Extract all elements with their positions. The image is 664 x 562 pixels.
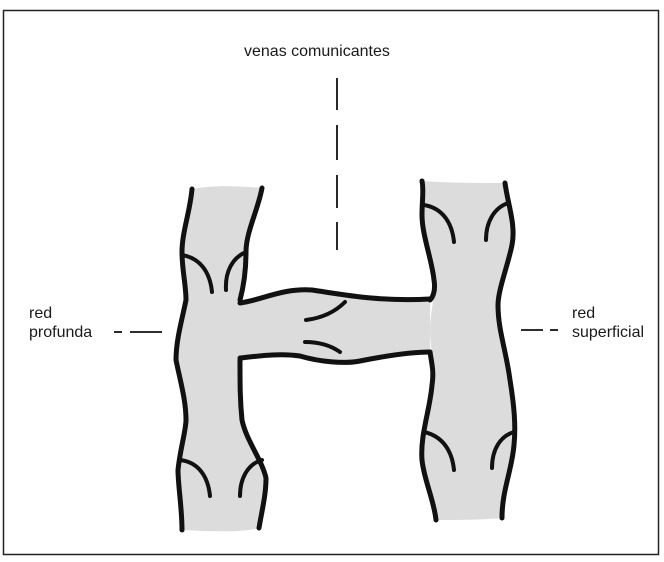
superficial-vein <box>422 181 515 520</box>
label-superficial-network-line2: superficial <box>572 323 644 342</box>
label-communicating-veins: venas comunicantes <box>244 42 390 61</box>
label-superficial-network-line1: red <box>572 304 595 323</box>
figure-frame <box>4 11 659 555</box>
label-deep-network-line2: profunda <box>29 323 92 342</box>
label-deep-network-line1: red <box>29 304 52 323</box>
